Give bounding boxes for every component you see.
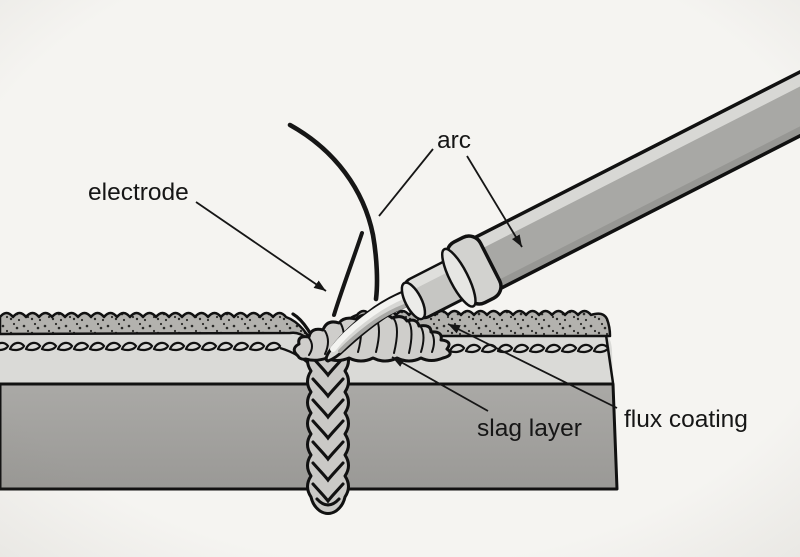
vignette <box>0 0 800 557</box>
welding-diagram: electrode arc slag layer flux coating <box>0 0 800 557</box>
diagram-stage: electrode arc slag layer flux coating <box>0 0 800 557</box>
